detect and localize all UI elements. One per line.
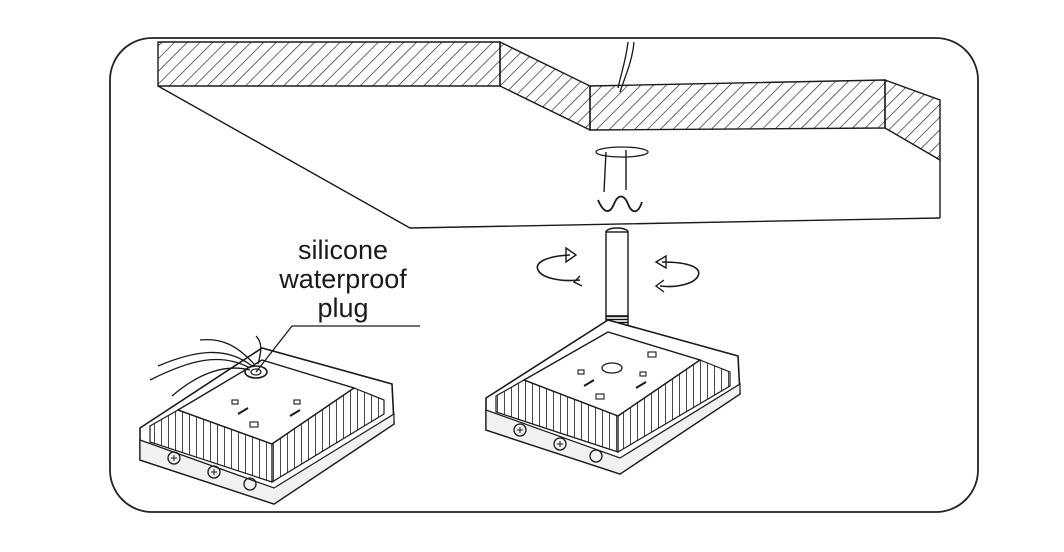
light-fixture-left-icon: [139, 347, 395, 505]
callout-line-3: plug: [317, 293, 369, 323]
rotate-arrow-left-icon: [536, 246, 583, 287]
ceiling-hole-icon: [595, 146, 649, 158]
cables-icon: [149, 335, 262, 397]
callout-label: silicone waterproof plug: [258, 236, 428, 323]
light-fixture-right-icon: [485, 319, 741, 475]
insert-arrow-icon: [597, 150, 643, 213]
diagram-frame: [109, 37, 979, 513]
callout-line-1: silicone: [297, 235, 389, 265]
callout-line-2: waterproof: [279, 264, 407, 294]
ceiling-slab-icon: [157, 40, 941, 229]
rotate-arrow-right-icon: [654, 254, 700, 293]
callout-leader-line: [255, 325, 420, 373]
